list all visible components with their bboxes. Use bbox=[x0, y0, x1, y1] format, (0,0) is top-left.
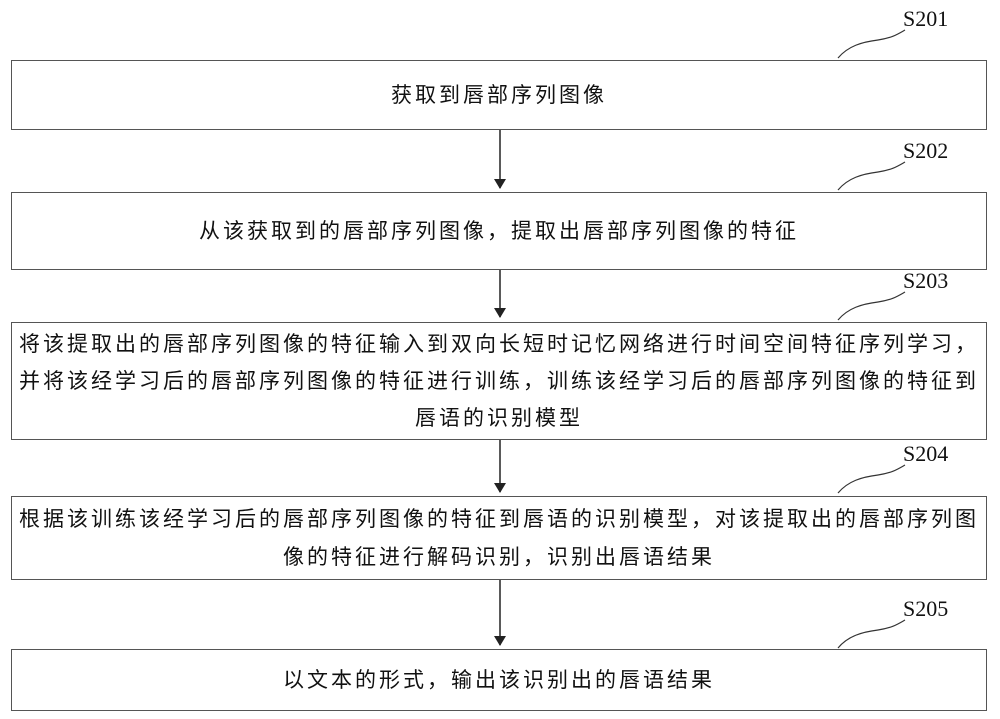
step-label-s203: S203 bbox=[903, 268, 949, 293]
step-label-s202: S202 bbox=[903, 138, 949, 163]
step-box-s202: 从该获取到的唇部序列图像，提取出唇部序列图像的特征 bbox=[11, 192, 987, 270]
step-text-s202: 从该获取到的唇部序列图像，提取出唇部序列图像的特征 bbox=[199, 219, 799, 243]
step-label-s204: S204 bbox=[903, 441, 949, 466]
step-box-s203: 将该提取出的唇部序列图像的特征输入到双向长短时记忆网络进行时间空间特征序列学习，… bbox=[11, 322, 987, 440]
leader-s204 bbox=[837, 464, 906, 494]
step-box-s201: 获取到唇部序列图像 bbox=[11, 60, 987, 130]
leader-s203 bbox=[837, 291, 906, 321]
step-box-s205: 以文本的形式，输出该识别出的唇语结果 bbox=[11, 649, 987, 711]
leader-s202 bbox=[837, 161, 906, 191]
leader-s205 bbox=[837, 619, 906, 649]
step-text-s203: 将该提取出的唇部序列图像的特征输入到双向长短时记忆网络进行时间空间特征序列学习，… bbox=[19, 331, 979, 430]
step-label-s201: S201 bbox=[903, 6, 949, 31]
leader-s201 bbox=[837, 29, 906, 59]
step-label-s205: S205 bbox=[903, 596, 949, 621]
step-box-s204: 根据该训练该经学习后的唇部序列图像的特征到唇语的识别模型，对该提取出的唇部序列图… bbox=[11, 496, 987, 580]
step-text-s201: 获取到唇部序列图像 bbox=[391, 83, 607, 107]
step-text-s205: 以文本的形式，输出该识别出的唇语结果 bbox=[283, 668, 715, 692]
step-text-s204: 根据该训练该经学习后的唇部序列图像的特征到唇语的识别模型，对该提取出的唇部序列图… bbox=[19, 507, 979, 569]
